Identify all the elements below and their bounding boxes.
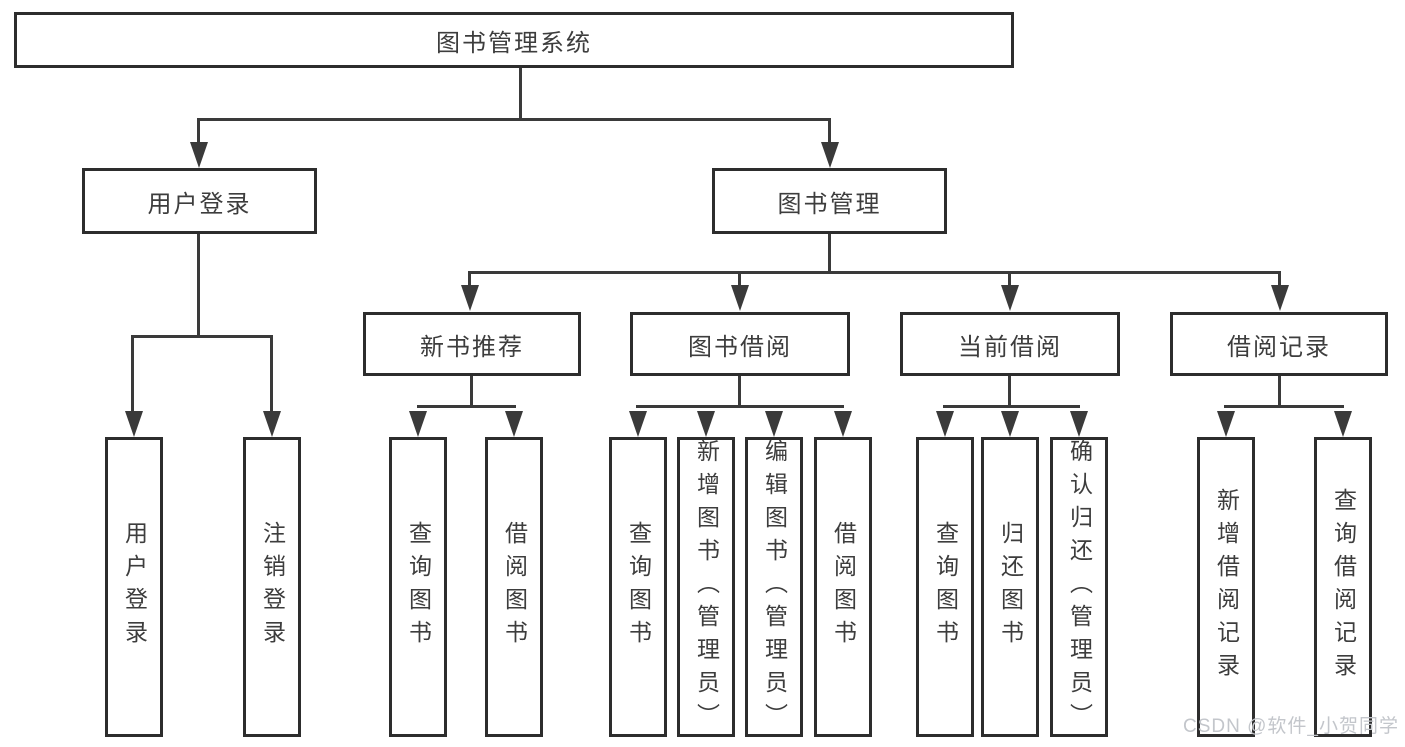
leaf-borrow-books-borrowing: 借阅图书 — [814, 437, 872, 737]
leaf-query-books-recommend: 查询图书 — [389, 437, 447, 737]
node-new-book-recommendation-label: 新书推荐 — [420, 333, 524, 361]
arrowhead-down-icon — [190, 142, 208, 168]
arrowhead-down-icon — [263, 411, 281, 437]
leaf-user-login: 用户登录 — [105, 437, 163, 737]
leaf-add-borrow-record: 新增借阅记录 — [1197, 437, 1255, 737]
leaf-logout-label: 注销登录 — [259, 521, 286, 653]
connector-branch — [636, 405, 844, 408]
connector-level3-branch — [468, 271, 1281, 274]
arrowhead-down-icon — [1271, 285, 1289, 311]
connector-level1-branch — [197, 118, 831, 121]
connector-stem — [1278, 271, 1281, 287]
connector-stem — [828, 118, 831, 146]
connector-stem — [828, 234, 831, 274]
arrowhead-down-icon — [1217, 411, 1235, 437]
leaf-borrow-books-recommend-label: 借阅图书 — [501, 521, 528, 653]
node-root: 图书管理系统 — [14, 12, 1014, 68]
connector-branch — [1224, 405, 1344, 408]
connector-stem — [1278, 376, 1281, 407]
arrowhead-down-icon — [1001, 411, 1019, 437]
leaf-return-book-label: 归还图书 — [997, 521, 1024, 653]
connector-stem — [738, 271, 741, 287]
node-borrowing-records: 借阅记录 — [1170, 312, 1388, 376]
arrowhead-down-icon — [731, 285, 749, 311]
node-user-login-label: 用户登录 — [147, 190, 252, 218]
arrowhead-down-icon — [461, 285, 479, 311]
leaf-add-borrow-record-label: 新增借阅记录 — [1213, 488, 1240, 686]
leaf-query-borrow-record-label: 查询借阅记录 — [1330, 488, 1357, 686]
connector-stem — [197, 234, 200, 337]
leaf-confirm-return-admin: 确认归还（管理员） — [1050, 437, 1108, 737]
leaf-query-books-borrowing-label: 查询图书 — [625, 521, 652, 653]
arrowhead-down-icon — [821, 142, 839, 168]
leaf-query-books-borrowing: 查询图书 — [609, 437, 667, 737]
node-new-book-recommendation: 新书推荐 — [363, 312, 581, 376]
leaf-query-borrow-record: 查询借阅记录 — [1314, 437, 1372, 737]
leaf-logout: 注销登录 — [243, 437, 301, 737]
leaf-add-book-admin: 新增图书（管理员） — [677, 437, 735, 737]
leaf-query-books-current: 查询图书 — [916, 437, 974, 737]
leaf-query-books-current-label: 查询图书 — [932, 521, 959, 653]
node-book-borrowing-label: 图书借阅 — [688, 333, 792, 361]
leaf-add-book-admin-label: 新增图书（管理员） — [693, 438, 720, 736]
connector-root-trunk — [519, 68, 522, 120]
node-current-borrowing: 当前借阅 — [900, 312, 1120, 376]
connector-branch — [943, 405, 1080, 408]
arrowhead-down-icon — [505, 411, 523, 437]
connector-stem — [270, 335, 273, 411]
node-user-login: 用户登录 — [82, 168, 317, 234]
arrowhead-down-icon — [834, 411, 852, 437]
arrowhead-down-icon — [1334, 411, 1352, 437]
connector-stem — [1008, 271, 1011, 287]
leaf-borrow-books-recommend: 借阅图书 — [485, 437, 543, 737]
leaf-return-book: 归还图书 — [981, 437, 1039, 737]
arrowhead-down-icon — [697, 411, 715, 437]
leaf-edit-book-admin-label: 编辑图书（管理员） — [761, 438, 788, 736]
node-book-management: 图书管理 — [712, 168, 947, 234]
node-book-management-label: 图书管理 — [777, 190, 882, 218]
node-root-label: 图书管理系统 — [436, 29, 592, 57]
leaf-query-books-recommend-label: 查询图书 — [405, 521, 432, 653]
leaf-edit-book-admin: 编辑图书（管理员） — [745, 437, 803, 737]
connector-stem — [468, 271, 471, 287]
connector-stem — [738, 376, 741, 407]
connector-branch — [131, 335, 273, 338]
arrowhead-down-icon — [409, 411, 427, 437]
connector-stem — [131, 335, 134, 411]
connector-branch — [417, 405, 516, 408]
arrowhead-down-icon — [1001, 285, 1019, 311]
connector-stem — [197, 118, 200, 146]
leaf-confirm-return-admin-label: 确认归还（管理员） — [1066, 438, 1093, 736]
arrowhead-down-icon — [629, 411, 647, 437]
node-current-borrowing-label: 当前借阅 — [958, 333, 1062, 361]
watermark: CSDN @软件_小贺同学 — [1183, 716, 1399, 737]
arrowhead-down-icon — [125, 411, 143, 437]
node-borrowing-records-label: 借阅记录 — [1227, 333, 1331, 361]
connector-stem — [1008, 376, 1011, 407]
node-book-borrowing: 图书借阅 — [630, 312, 850, 376]
arrowhead-down-icon — [765, 411, 783, 437]
leaf-borrow-books-borrowing-label: 借阅图书 — [830, 521, 857, 653]
connector-stem — [470, 376, 473, 407]
arrowhead-down-icon — [936, 411, 954, 437]
leaf-user-login-label: 用户登录 — [121, 521, 148, 653]
arrowhead-down-icon — [1070, 411, 1088, 437]
